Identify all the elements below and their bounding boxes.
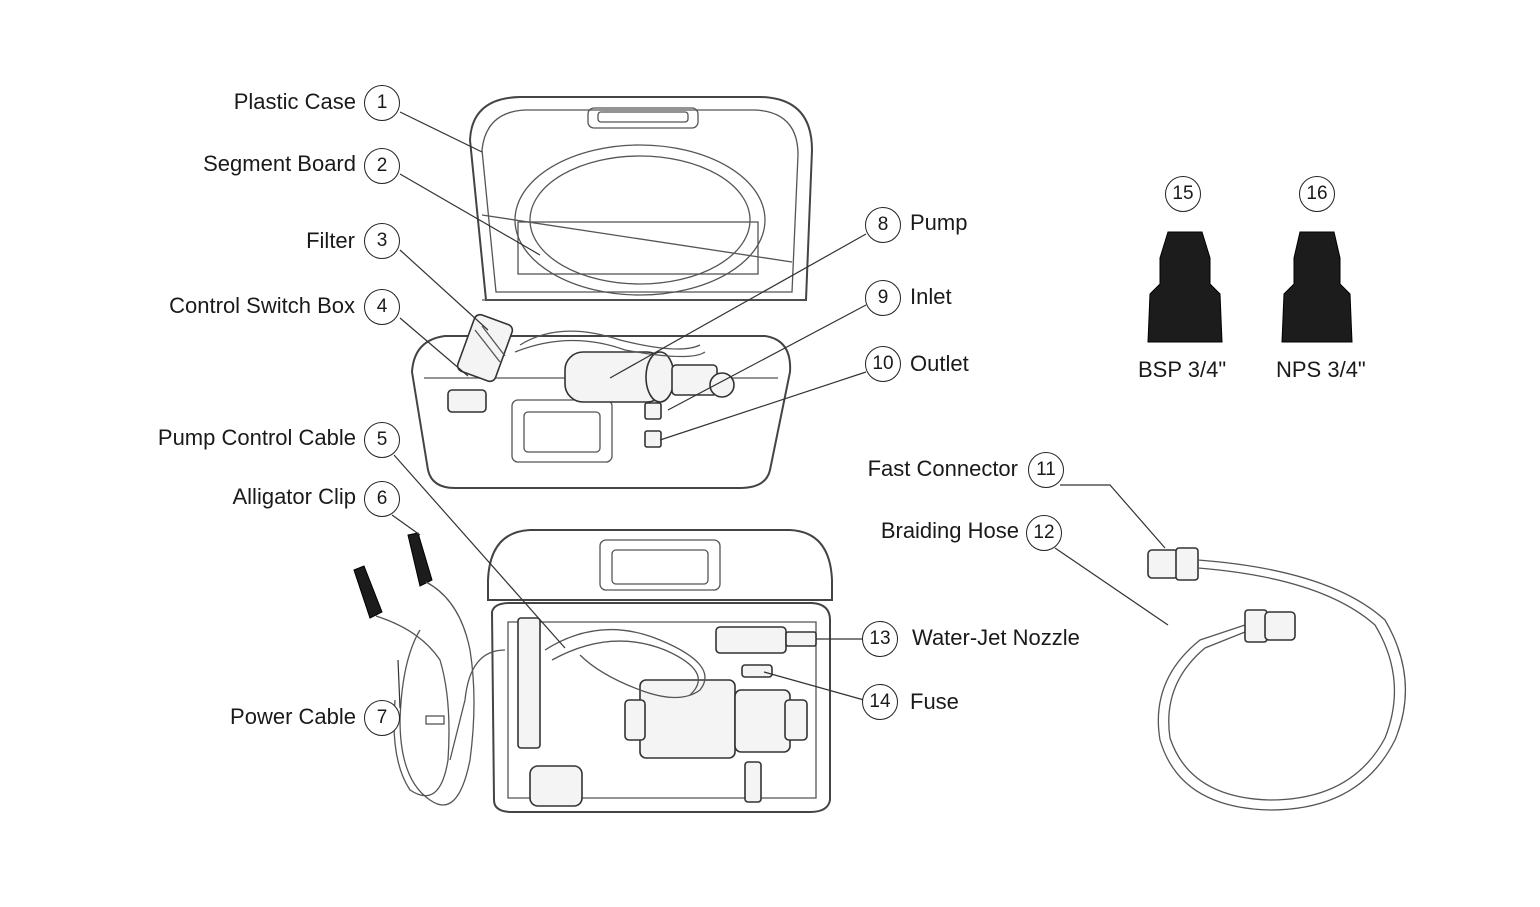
- callout-number-2: 2: [364, 148, 400, 184]
- braiding-hose-illustration: [1147, 547, 1407, 811]
- callout-number-14: 14: [862, 684, 898, 720]
- callout-number-6: 6: [364, 481, 400, 517]
- label-braiding-hose: Braiding Hose: [880, 518, 1019, 543]
- callout-number-3: 3: [364, 223, 400, 259]
- label-bsp-adapter: BSP 3/4": [1138, 357, 1227, 382]
- label-control-switch-box: Control Switch Box: [169, 293, 355, 318]
- callout-number-13: 13: [862, 621, 898, 657]
- open-case-illustration: [410, 96, 814, 489]
- label-water-jet-nozzle: Water-Jet Nozzle: [912, 625, 1080, 650]
- callout-number-8: 8: [865, 207, 901, 243]
- callout-number-1: 1: [364, 85, 400, 121]
- leader-lines: [391, 111, 1169, 709]
- callout-number-10: 10: [865, 346, 901, 382]
- label-pump-control-cable: Pump Control Cable: [157, 425, 356, 450]
- label-filter: Filter: [306, 228, 355, 253]
- closed-case-illustration: [449, 529, 833, 813]
- label-plastic-case: Plastic Case: [233, 89, 356, 114]
- label-segment-board: Segment Board: [203, 151, 356, 176]
- label-power-cable: Power Cable: [230, 704, 356, 729]
- label-pump: Pump: [910, 210, 968, 235]
- label-outlet: Outlet: [910, 351, 969, 376]
- callout-number-11: 11: [1028, 452, 1064, 488]
- callout-number-15: 15: [1165, 176, 1201, 212]
- callout-number-7: 7: [364, 700, 400, 736]
- callout-number-16: 16: [1299, 176, 1335, 212]
- label-fuse: Fuse: [910, 689, 959, 714]
- label-inlet: Inlet: [910, 284, 952, 309]
- adapter-nps-illustration: [1281, 231, 1353, 343]
- callout-number-9: 9: [865, 280, 901, 316]
- label-alligator-clip: Alligator Clip: [232, 484, 357, 509]
- adapter-bsp-illustration: [1147, 231, 1223, 343]
- label-nps-adapter: NPS 3/4": [1276, 357, 1366, 382]
- power-cable-illustration: [353, 532, 475, 806]
- callout-number-12: 12: [1026, 515, 1062, 551]
- label-fast-connector: Fast Connector: [867, 456, 1018, 481]
- callout-number-5: 5: [364, 422, 400, 458]
- callout-number-4: 4: [364, 289, 400, 325]
